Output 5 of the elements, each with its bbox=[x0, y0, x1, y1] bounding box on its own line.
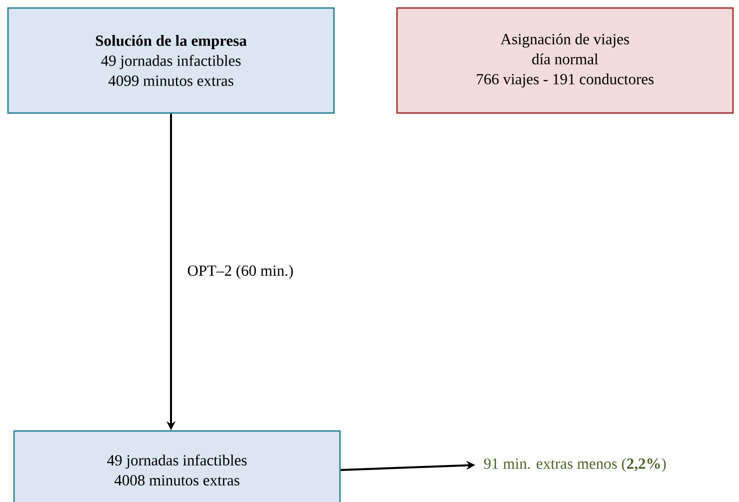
edge-label: OPT–2 (60 min.) bbox=[186, 264, 295, 280]
process-box: Solución de la empresa 49 jornadas infactibles 4099 minutos extras bbox=[7, 7, 335, 114]
process-box: 49 jornadas infactibles 4008 minutos extras bbox=[13, 430, 341, 502]
result-text: 91 min. extras menos (2,2%) bbox=[484, 458, 666, 472]
process-box: Asignación de viajes día normal 766 viajes - 191 conductores bbox=[396, 7, 734, 114]
